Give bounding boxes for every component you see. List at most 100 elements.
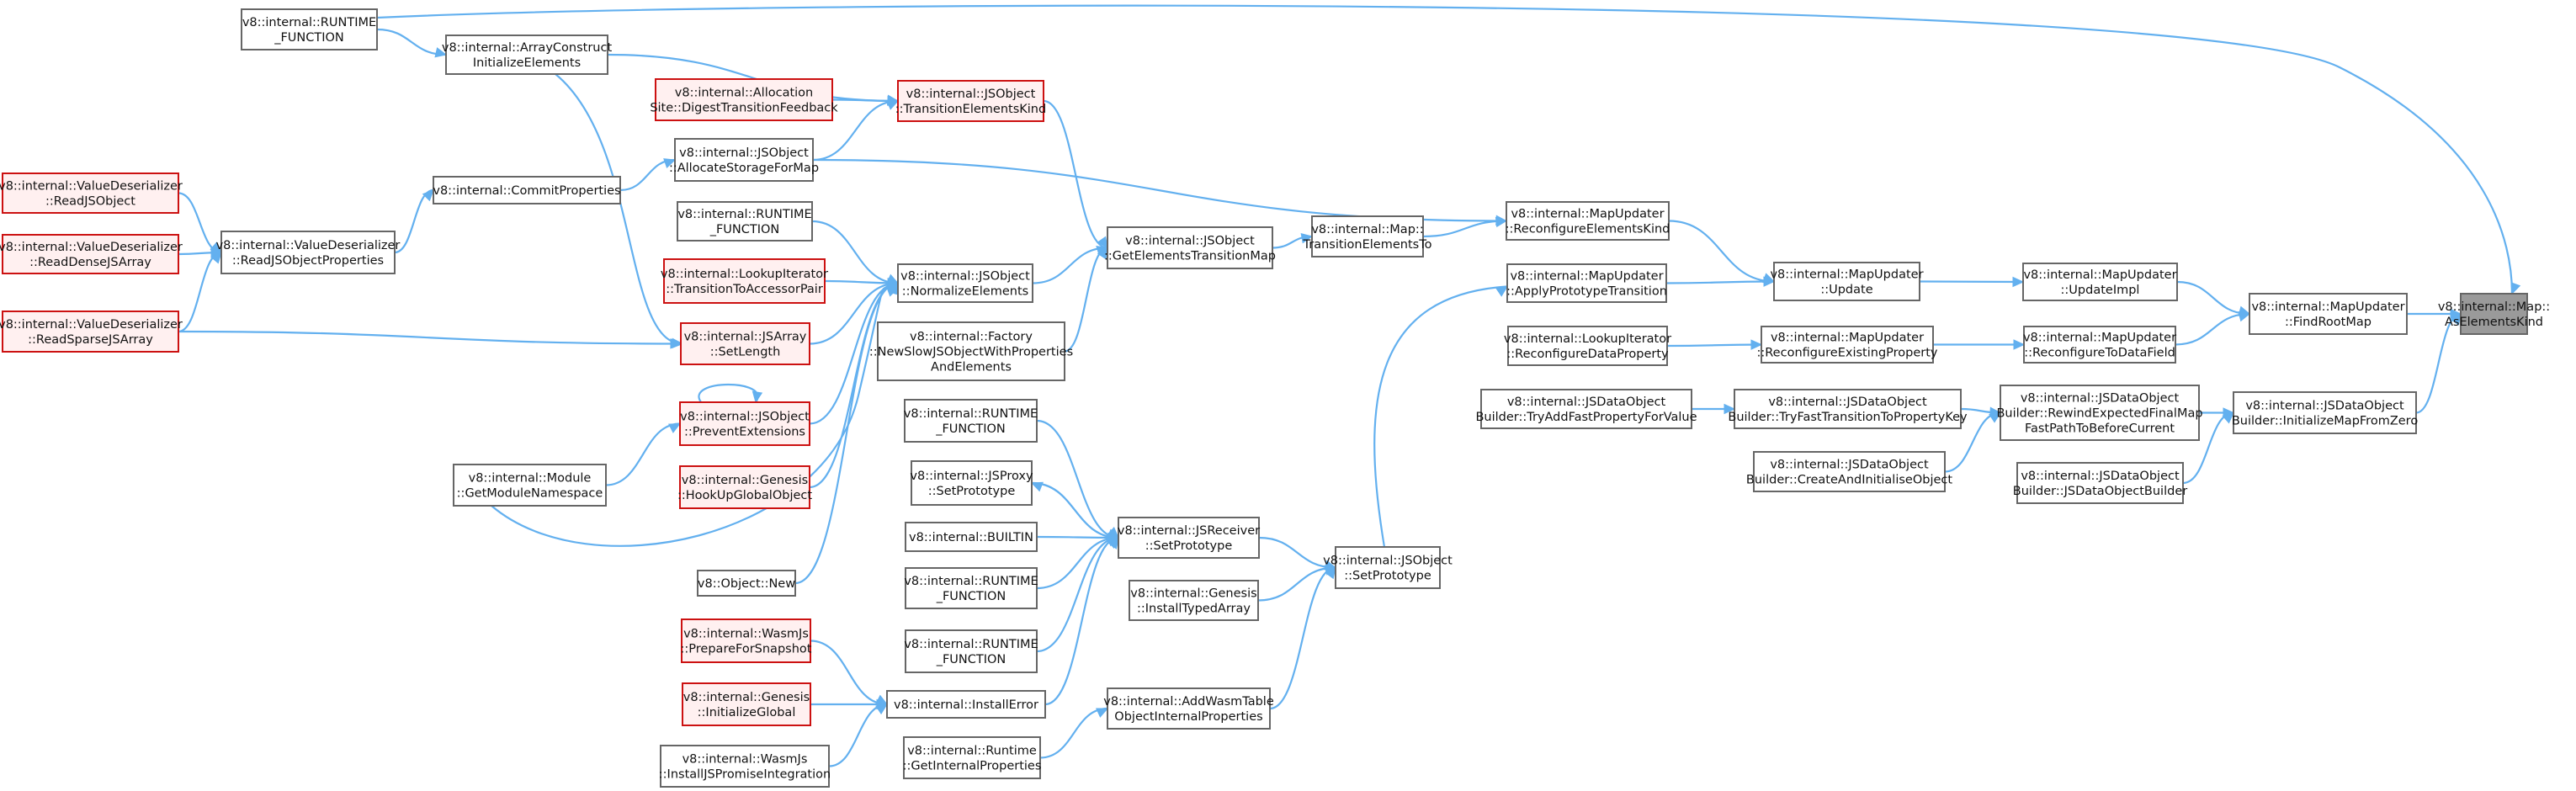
graph-node-hookup[interactable]: v8::internal::Genesis::HookUpGlobalObjec…: [677, 465, 812, 509]
node-box: [2016, 462, 2184, 504]
graph-node-transelkind[interactable]: v8::internal::JSObject::TransitionElemen…: [895, 80, 1046, 122]
graph-node-vdreadjsobj[interactable]: v8::internal::ValueDeserializer::ReadJSO…: [0, 173, 183, 214]
node-label-line: v8::internal::MapUpdater: [1510, 270, 1663, 284]
graph-node-wasmpromise[interactable]: v8::internal::WasmJs::InstallJSPromiseIn…: [659, 745, 831, 788]
arrowhead-icon: [1495, 215, 1508, 226]
edge-lireconf-to-reconfexist: [1666, 339, 1763, 350]
edge-reconfelkind-to-update: [1668, 220, 1776, 284]
edge-reconfexist-to-reconfdatafield: [1932, 339, 2026, 350]
graph-node-jsdobuilder[interactable]: v8::internal::JSDataObjectBuilder::JSDat…: [2013, 462, 2187, 504]
graph-node-lireconf[interactable]: v8::internal::LookupIterator::Reconfigur…: [1504, 326, 1671, 366]
node-label-line: v8::internal::MapUpdater: [1511, 208, 1664, 221]
edge-rt_top-to-arrconstruct: [376, 28, 448, 58]
graph-node-modgetns[interactable]: v8::internal::Module::GetModuleNamespace: [453, 464, 607, 507]
node-box: [660, 745, 830, 788]
graph-node-initzero[interactable]: v8::internal::JSDataObjectBuilder::Initi…: [2232, 391, 2419, 434]
graph-node-jsarrsetlen[interactable]: v8::internal::JSArray::SetLength: [680, 322, 810, 365]
graph-node-updateimpl[interactable]: v8::internal::MapUpdater::UpdateImpl: [2022, 263, 2178, 301]
arrowhead-icon: [2013, 339, 2026, 350]
graph-node-allocstorage[interactable]: v8::internal::JSObject::AllocateStorageF…: [669, 138, 819, 182]
node-label-line: ::NormalizeElements: [902, 285, 1028, 299]
graph-node-transelto[interactable]: v8::internal::Map::TransitionElementsTo: [1303, 215, 1432, 257]
edge-prevext-to-prevext: [698, 383, 763, 404]
arrowhead-icon: [2222, 411, 2234, 424]
node-box: [674, 138, 814, 182]
graph-node-objnew[interactable]: v8::Object::New: [697, 570, 796, 597]
node-box: [2, 173, 179, 214]
graph-node-installtyped[interactable]: v8::internal::Genesis::InstallTypedArray: [1129, 580, 1259, 621]
node-label-line: ::SetPrototype: [1145, 539, 1233, 553]
node-label-line: v8::internal::WasmJs: [683, 628, 809, 641]
graph-node-applyproto[interactable]: v8::internal::MapUpdater::ApplyPrototype…: [1506, 263, 1667, 303]
edge-jsrsetproto-to-proxysetproto: [1030, 481, 1119, 539]
node-label-line: ::InstallJSPromiseIntegration: [659, 768, 831, 782]
node-label-line: v8::internal::JSDataObject: [2021, 470, 2180, 483]
graph-node-vdreadjsprops[interactable]: v8::internal::ValueDeserializer::ReadJSO…: [216, 231, 401, 274]
graph-node-rtgetint[interactable]: v8::internal::Runtime::GetInternalProper…: [903, 736, 1042, 779]
graph-node-litrans[interactable]: v8::internal::LookupIterator::Transition…: [661, 258, 828, 304]
node-box: [663, 258, 826, 304]
graph-node-vdreaddense[interactable]: v8::internal::ValueDeserializer::ReadDen…: [0, 234, 183, 274]
graph-node-geninitglobal[interactable]: v8::internal::Genesis::InitializeGlobal: [682, 682, 811, 726]
node-label-line: v8::internal::CommitProperties: [433, 184, 620, 198]
graph-node-reconfelkind[interactable]: v8::internal::MapUpdater::ReconfigureEle…: [1506, 201, 1670, 241]
graph-node-getelemtrans[interactable]: v8::internal::JSObject::GetElementsTrans…: [1104, 226, 1276, 269]
node-label-line: v8::internal::MapUpdater: [1771, 332, 1924, 345]
graph-node-prevext[interactable]: v8::internal::JSObject::PreventExtension…: [679, 401, 810, 446]
graph-node-installerror[interactable]: v8::internal::InstallError: [886, 690, 1046, 719]
edge-line: [1269, 566, 1336, 710]
arrowhead-icon: [422, 189, 434, 202]
graph-node-rt_a[interactable]: v8::internal::RUNTIME_FUNCTION: [904, 399, 1038, 443]
node-label-line: v8::internal::JSObject: [1323, 555, 1453, 568]
graph-node-jsosetproto[interactable]: v8::internal::JSObject::SetPrototype: [1323, 546, 1453, 589]
node-label-line: ::ReadDenseJSArray: [29, 256, 151, 269]
node-box: [1107, 226, 1273, 269]
node-label-line: Builder::JSDataObjectBuilder: [2013, 485, 2187, 498]
graph-node-tryadd[interactable]: v8::internal::JSDataObjectBuilder::TryAd…: [1475, 389, 1697, 429]
graph-node-allocsite[interactable]: v8::internal::AllocationSite::DigestTran…: [650, 78, 838, 121]
graph-node-tryfast[interactable]: v8::internal::JSDataObjectBuilder::TryFa…: [1728, 389, 1968, 429]
graph-node-update[interactable]: v8::internal::MapUpdater::Update: [1770, 262, 1924, 301]
node-box: [677, 201, 813, 242]
node-label-line: ::ReadJSObject: [45, 195, 135, 209]
graph-node-reconfdatafield[interactable]: v8::internal::MapUpdater::ReconfigureToD…: [2023, 326, 2176, 364]
graph-node-reconfexist[interactable]: v8::internal::MapUpdater::ReconfigureExi…: [1756, 326, 1938, 364]
graph-node-jsrsetproto[interactable]: v8::internal::JSReceiver::SetPrototype: [1118, 517, 1260, 559]
graph-node-rt_top[interactable]: v8::internal::RUNTIME_FUNCTION: [241, 8, 378, 50]
graph-node-root[interactable]: v8::internal::Map::AsElementsKind: [2438, 293, 2550, 335]
edge-line: [607, 53, 899, 103]
graph-node-wasmprep[interactable]: v8::internal::WasmJs::PrepareForSnapshot: [681, 618, 812, 663]
node-label-line: ::PreventExtensions: [684, 426, 805, 439]
graph-node-createinit[interactable]: v8::internal::JSDataObjectBuilder::Creat…: [1746, 451, 1952, 492]
arrowhead-icon: [1107, 537, 1119, 549]
node-box: [886, 690, 1046, 719]
node-label-line: v8::internal::ValueDeserializer: [216, 239, 401, 252]
graph-node-findroot[interactable]: v8::internal::MapUpdater::FindRootMap: [2249, 293, 2408, 335]
node-box: [2000, 385, 2200, 441]
graph-node-rt_d[interactable]: v8::internal::RUNTIME_FUNCTION: [677, 201, 813, 242]
edge-line: [1422, 220, 1507, 238]
graph-node-normelem[interactable]: v8::internal::JSObject::NormalizeElement…: [897, 263, 1033, 303]
node-label-line: InitializeElements: [473, 56, 581, 70]
edge-line: [1039, 707, 1108, 759]
edge-line: [2175, 312, 2250, 346]
edge-line: [1373, 285, 1508, 548]
graph-node-arrconstruct[interactable]: v8::internal::ArrayConstructInitializeEl…: [442, 35, 613, 75]
arrowhead-icon: [1724, 403, 1736, 415]
graph-node-rt_b[interactable]: v8::internal::RUNTIME_FUNCTION: [904, 567, 1038, 609]
graph-node-newslow[interactable]: v8::internal::Factory::NewSlowJSObjectWi…: [869, 321, 1073, 381]
edge-vdreadjsobj-to-vdreadjsprops: [178, 192, 222, 254]
edge-line: [1666, 343, 1762, 348]
edge-modgetns-to-normelem: [491, 286, 900, 547]
node-label-line: v8::internal::JSObject: [1125, 235, 1255, 248]
graph-node-vdreadsparse[interactable]: v8::internal::ValueDeserializer::ReadSpa…: [0, 311, 183, 353]
edge-line: [1032, 247, 1108, 284]
graph-node-rewind[interactable]: v8::internal::JSDataObjectBuilder::Rewin…: [1996, 385, 2203, 441]
graph-node-commitprops[interactable]: v8::internal::CommitProperties: [433, 176, 621, 204]
edge-createinit-to-rewind: [1944, 411, 2002, 473]
graph-node-proxysetproto[interactable]: v8::internal::JSProxy::SetPrototype: [910, 460, 1033, 506]
graph-node-rt_c[interactable]: v8::internal::RUNTIME_FUNCTION: [904, 629, 1038, 673]
graph-node-builtin[interactable]: v8::internal::BUILTIN: [905, 522, 1038, 552]
graph-node-addwasm[interactable]: v8::internal::AddWasmTableObjectInternal…: [1103, 687, 1274, 730]
arrowhead-icon: [1750, 339, 1763, 350]
